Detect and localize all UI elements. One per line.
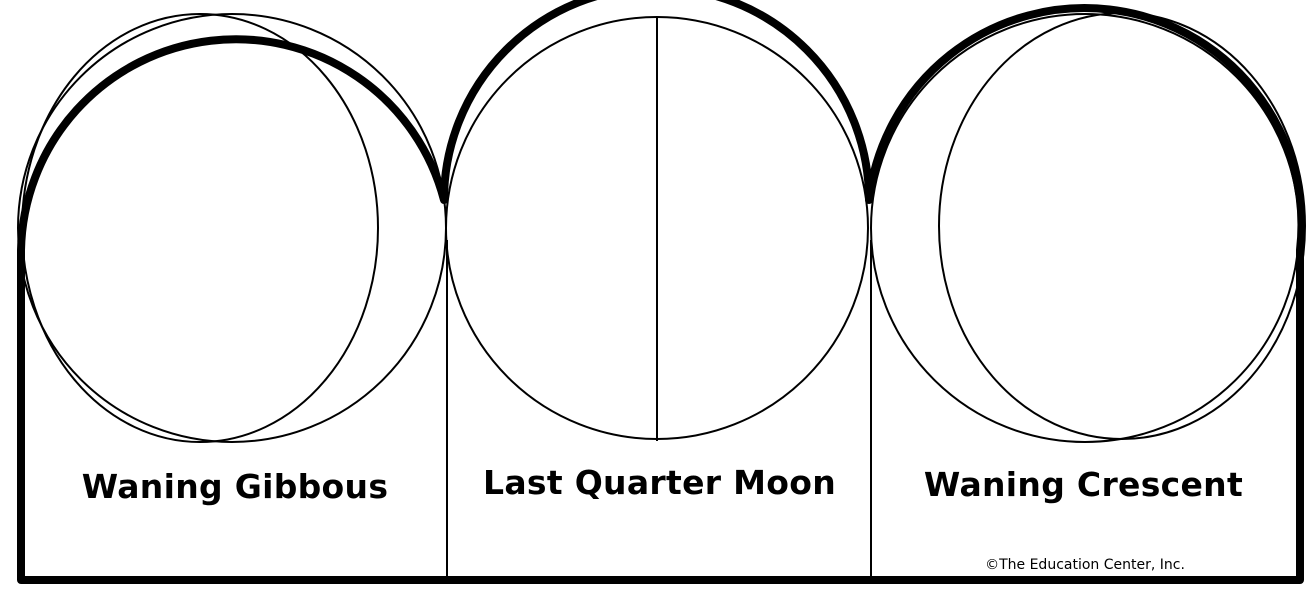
copyright-notice: ©The Education Center, Inc. [900,557,1270,573]
moon-last-quarter [446,17,868,441]
moon-circle-crescent [871,14,1299,442]
phase-label-waning-crescent: Waning Crescent [876,465,1291,504]
moon-waning-gibbous [18,14,446,442]
terminator-crescent [939,13,1305,439]
phase-label-last-quarter: Last Quarter Moon [452,463,867,502]
phase-label-waning-gibbous: Waning Gibbous [30,467,440,506]
moon-circle-gibbous [18,14,446,442]
terminator-gibbous [22,14,378,442]
